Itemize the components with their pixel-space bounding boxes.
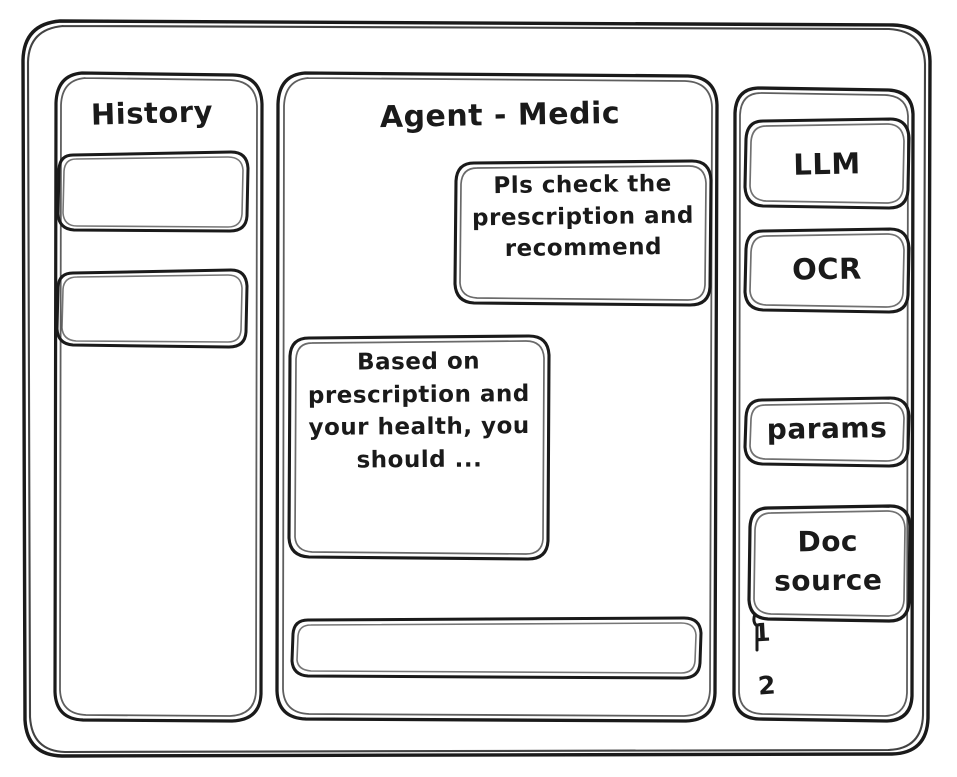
doc-source-label: Doc source <box>773 524 883 598</box>
ocr-button-label: OCR <box>791 251 863 287</box>
history-panel-title: History <box>90 94 214 132</box>
llm-button-label: LLM <box>792 146 861 182</box>
user-message-text: Pls check the prescription and recommend <box>471 170 695 263</box>
params-button-label: params <box>766 411 888 446</box>
agent-panel-title: Agent - Medic <box>379 95 621 136</box>
assistant-message-text: Based on prescription and your health, y… <box>307 348 530 474</box>
history-item-1[interactable] <box>58 152 248 232</box>
history-item-2[interactable] <box>57 270 247 348</box>
doc-source-item-1[interactable]: 1 <box>752 617 772 648</box>
doc-source-item-2[interactable]: 2 <box>757 670 777 701</box>
composer-input[interactable] <box>292 618 702 679</box>
